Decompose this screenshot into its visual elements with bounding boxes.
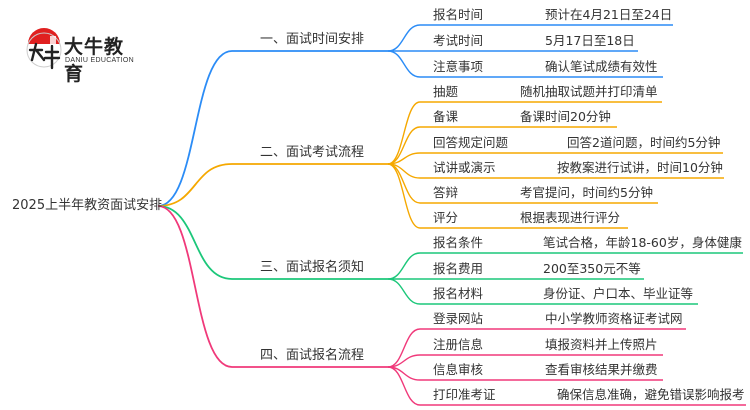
leaf-value[interactable]: 确保信息准确，避免错误影响报考	[557, 387, 745, 402]
leaf-value[interactable]: 笔试合格，年龄18-60岁，身体健康	[543, 235, 742, 250]
leaf-connector	[387, 152, 723, 165]
leaf-value[interactable]: 确认笔试成绩有效性	[545, 59, 658, 74]
leaf-value[interactable]: 查看审核结果并缴费	[545, 362, 658, 377]
branch-title-3[interactable]: 三、面试报名须知	[260, 260, 365, 275]
leaf-label[interactable]: 报名条件	[433, 235, 484, 250]
leaf-value[interactable]: 按教案进行试讲，时间10分钟	[557, 160, 723, 175]
logo: 大牛教育 DANIU EDUCATION	[22, 28, 142, 85]
logo-mark-icon	[26, 28, 62, 70]
branch-connector-2	[157, 163, 388, 207]
leaf-value[interactable]: 备课时间20分钟	[520, 109, 611, 124]
leaf-connector	[387, 366, 746, 406]
leaf-value[interactable]: 预计在4月21日至24日	[545, 7, 673, 22]
leaf-connector	[387, 24, 673, 52]
leaf-connector	[387, 50, 663, 78]
leaf-label[interactable]: 报名时间	[433, 7, 484, 22]
leaf-label[interactable]: 报名费用	[433, 261, 484, 276]
leaf-connector	[387, 101, 662, 165]
leaf-label[interactable]: 登录网站	[433, 311, 484, 326]
leaf-connector	[387, 252, 743, 280]
leaf-label[interactable]: 回答规定问题	[433, 135, 509, 150]
logo-name-cn: 大牛教育	[64, 36, 125, 85]
leaf-value[interactable]: 5月17日至18日	[545, 33, 635, 48]
leaf-value[interactable]: 200至350元不等	[543, 261, 641, 276]
leaf-label[interactable]: 注意事项	[433, 59, 484, 74]
leaf-label[interactable]: 备课	[433, 109, 459, 124]
leaf-connector	[387, 328, 686, 368]
leaf-label[interactable]: 报名材料	[433, 286, 484, 301]
leaf-value[interactable]: 中小学教师资格证考试网	[545, 311, 683, 326]
leaf-label[interactable]: 抽题	[433, 84, 459, 99]
leaf-label[interactable]: 信息审核	[433, 362, 484, 377]
branch-connector-1	[157, 50, 388, 207]
leaf-value[interactable]: 回答2道问题，时间约5分钟	[567, 135, 721, 150]
leaf-value[interactable]: 身份证、户口本、毕业证等	[543, 286, 694, 301]
leaf-value[interactable]: 根据表现进行评分	[520, 210, 621, 225]
root-node[interactable]: 2025上半年教资面试安排	[12, 198, 163, 213]
leaf-value[interactable]: 随机抽取试题并打印清单	[520, 84, 658, 99]
branch-title-4[interactable]: 四、面试报名流程	[260, 348, 365, 363]
leaf-connector	[387, 163, 628, 229]
leaf-connector	[387, 354, 663, 368]
leaf-connector	[387, 126, 617, 165]
leaf-label[interactable]: 评分	[433, 210, 459, 225]
leaf-label[interactable]: 打印准考证	[433, 387, 496, 402]
logo-name-en: DANIU EDUCATION	[65, 57, 134, 64]
branch-title-2[interactable]: 二、面试考试流程	[260, 145, 365, 160]
leaf-label[interactable]: 试讲或演示	[433, 160, 496, 175]
leaf-label[interactable]: 注册信息	[433, 337, 484, 352]
leaf-label[interactable]: 答辩	[433, 185, 459, 200]
leaf-value[interactable]: 考官提问，时间约5分钟	[520, 185, 653, 200]
leaf-connector	[387, 278, 698, 305]
leaf-label[interactable]: 考试时间	[433, 33, 484, 48]
branch-connector-3	[157, 205, 388, 280]
branch-connector-4	[157, 205, 388, 368]
leaf-value[interactable]: 填报资料并上传照片	[545, 337, 658, 352]
branch-title-1[interactable]: 一、面试时间安排	[260, 32, 365, 47]
